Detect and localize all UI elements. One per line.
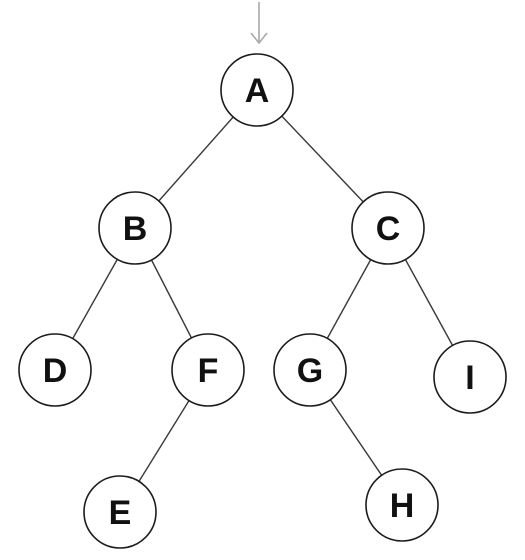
tree-node-F: F [171,333,245,407]
tree-node-B: B [98,191,172,265]
edge-B-F [150,259,193,339]
node-circle-F [171,333,245,407]
tree-node-H: H [365,468,439,542]
node-label-E: E [109,494,132,532]
tree-node-E: E [83,475,157,549]
node-circle-D [18,333,92,407]
edge-F-E [138,400,190,482]
edge-A-C [281,115,364,203]
edge-B-D [72,259,118,339]
node-circle-E [83,475,157,549]
node-circle-I [433,340,507,414]
edge-G-H [329,399,383,476]
node-circle-C [351,191,425,265]
root-arrow [250,2,268,45]
tree-node-A: A [220,53,294,127]
node-circle-G [273,333,347,407]
tree-node-G: G [273,333,347,407]
node-label-I: I [465,359,474,397]
node-label-C: C [376,210,401,248]
node-label-B: B [123,210,148,248]
node-label-H: H [390,487,415,525]
edge-C-G [326,259,372,339]
node-label-G: G [297,352,323,390]
edge-C-I [404,259,454,346]
edges [72,115,454,482]
tree-node-D: D [18,333,92,407]
node-label-D: D [43,352,68,390]
node-label-A: A [245,72,270,110]
node-circle-B [98,191,172,265]
nodes: A B C D F E G I [18,53,507,549]
root-arrow-head [250,32,268,45]
node-circle-A [220,53,294,127]
tree-node-C: C [351,191,425,265]
node-circle-H [365,468,439,542]
node-label-F: F [198,352,219,390]
tree-node-I: I [433,340,507,414]
edge-A-B [158,116,234,202]
